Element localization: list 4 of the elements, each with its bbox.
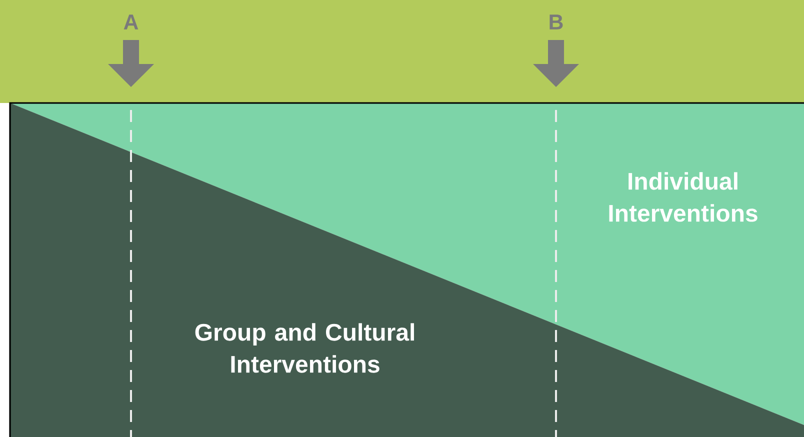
marker-letter: B — [550, 14, 563, 30]
marker-letter: A — [124, 14, 138, 30]
region-label: Individual Interventions — [609, 172, 758, 222]
region-label: Group and Cultural Interventions — [195, 323, 414, 373]
